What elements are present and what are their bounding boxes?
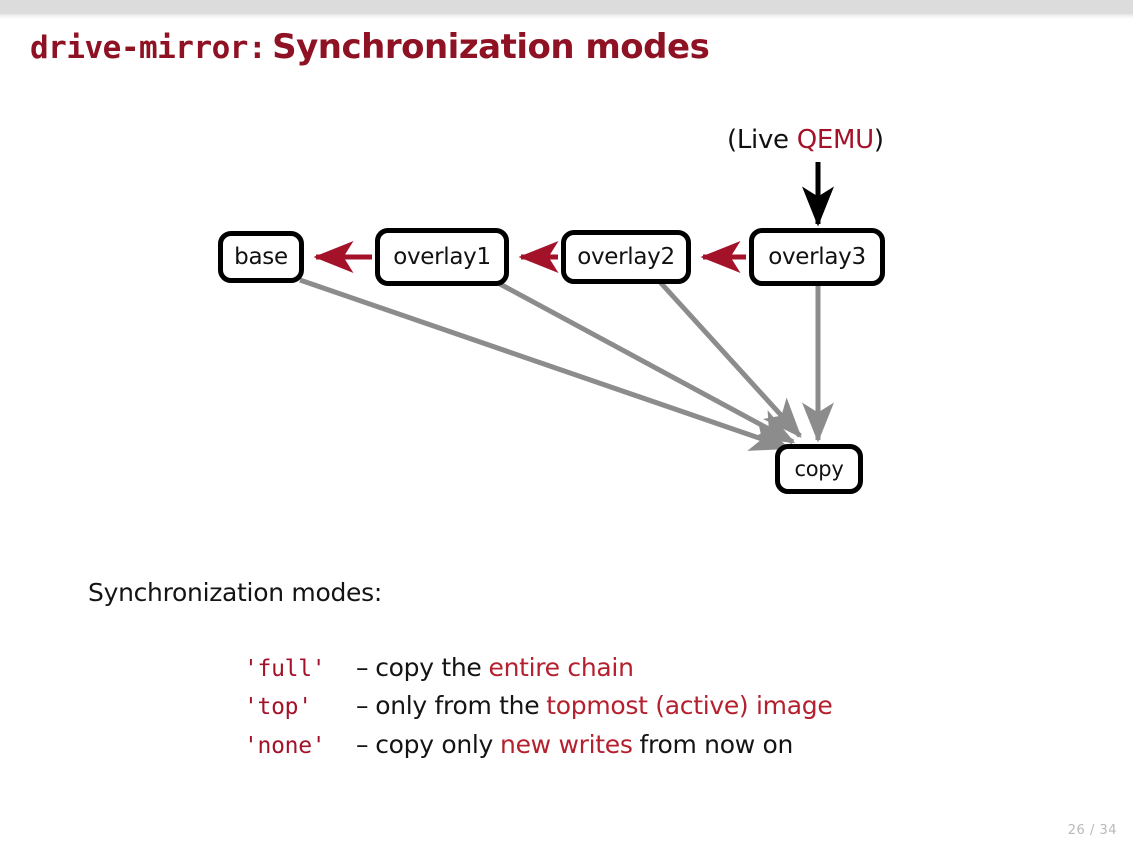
page-number: 26 / 34	[1067, 823, 1117, 838]
sync-modes-list: 'full' – copy the entire chain 'top' – o…	[244, 653, 833, 759]
node-overlay2-label: overlay2	[577, 244, 675, 270]
node-copy[interactable]: copy	[775, 444, 863, 494]
arrow-base-to-copy	[299, 277, 791, 451]
sync-modes-heading: Synchronization modes:	[88, 578, 382, 607]
page-title-subject: Synchronization modes	[272, 27, 710, 67]
page-title-command: drive-mirror:	[30, 30, 267, 66]
mode-text-none-before: copy only	[375, 729, 494, 759]
mode-line-full: 'full' – copy the entire chain	[244, 653, 832, 682]
live-qemu-label: (Live QEMU)	[727, 125, 884, 155]
mode-line-top: 'top' – only from the topmost (active) i…	[244, 691, 833, 721]
mode-text-none-after: from now on	[639, 729, 794, 759]
live-qemu-open-paren: (Live	[727, 125, 797, 155]
mode-text-full-before: copy the	[375, 653, 482, 682]
mode-dash-full: –	[356, 653, 369, 682]
arrow-overlay1-to-copy	[498, 281, 796, 445]
arrow-overlay2-to-copy	[658, 280, 802, 438]
node-copy-label: copy	[794, 457, 844, 481]
live-qemu-accent: QEMU	[796, 125, 874, 155]
diagram-arrows-layer	[299, 162, 835, 451]
node-overlay1[interactable]: overlay1	[375, 228, 509, 286]
mode-line-none: 'none' – copy only new writes from now o…	[244, 729, 832, 759]
node-overlay2[interactable]: overlay2	[561, 230, 691, 284]
mode-accent-top: topmost (active) image	[546, 691, 833, 721]
mode-accent-full: entire chain	[488, 653, 634, 682]
mode-accent-none: new writes	[500, 729, 633, 759]
live-qemu-close-paren: )	[873, 125, 884, 155]
node-overlay3-label: overlay3	[768, 244, 866, 270]
mode-key-none: 'none'	[244, 732, 326, 759]
page-title: drive-mirror:Synchronization modes	[30, 27, 710, 67]
mode-dash-none: –	[356, 729, 369, 759]
node-base-label: base	[234, 244, 288, 270]
node-overlay1-label: overlay1	[393, 244, 491, 270]
top-bar-shadow	[0, 14, 1133, 19]
mode-dash-top: –	[356, 691, 369, 721]
node-overlay3[interactable]: overlay3	[749, 228, 885, 286]
mode-text-top-before: only from the	[375, 691, 540, 721]
backing-chain-diagram: base overlay1 overlay2 overlay3 copy (Li…	[0, 100, 1133, 520]
top-decorative-bar	[0, 0, 1133, 14]
node-base[interactable]: base	[218, 231, 304, 283]
mode-key-top: 'top'	[244, 694, 312, 721]
mode-key-full: 'full'	[244, 656, 326, 682]
